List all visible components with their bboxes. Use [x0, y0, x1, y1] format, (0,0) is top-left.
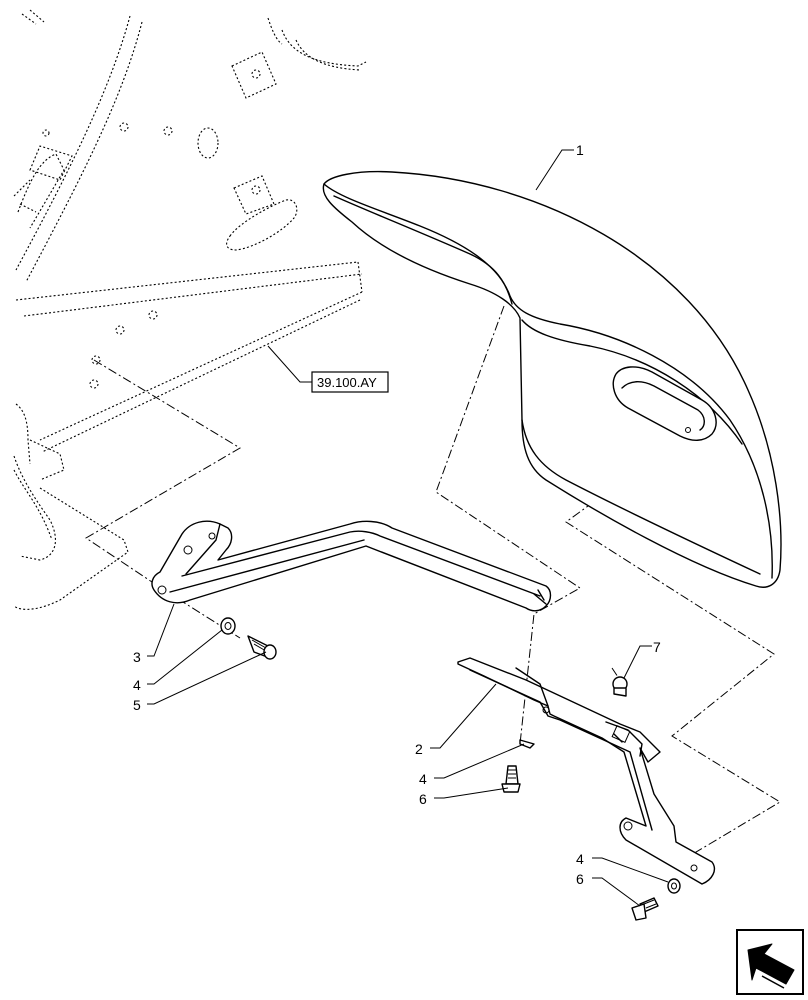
callout-2: 2	[415, 741, 423, 757]
callout-7: 7	[653, 639, 661, 655]
bracket-arm-part-3	[151, 520, 552, 612]
callout-4-middle: 4	[419, 771, 427, 787]
bolt-part-6-middle	[501, 765, 521, 793]
callout-6-lower: 6	[576, 871, 584, 887]
washer-part-4-lower	[667, 878, 681, 894]
fender-part-1	[322, 170, 782, 588]
bolt-part-7	[612, 676, 628, 697]
callout-4-upper: 4	[133, 677, 141, 693]
bolt-part-5	[247, 635, 277, 660]
arrow-left-icon[interactable]	[736, 929, 804, 995]
washer-part-4-middle	[519, 739, 535, 749]
washer-part-4-upper	[220, 617, 236, 635]
reference-link-39-100-ay[interactable]: 39.100.AY	[311, 371, 389, 393]
reference-label[interactable]: 39.100.AY	[317, 375, 377, 390]
callout-6-middle: 6	[419, 791, 427, 807]
callout-1: 1	[576, 142, 584, 158]
callout-5: 5	[133, 697, 141, 713]
tractor-frame-outline	[13, 9, 367, 610]
callout-3: 3	[133, 649, 141, 665]
bracket-part-2	[457, 657, 716, 885]
bolt-part-6-lower	[631, 897, 659, 921]
callout-4-lower: 4	[576, 851, 584, 867]
leader-lines	[147, 149, 669, 907]
